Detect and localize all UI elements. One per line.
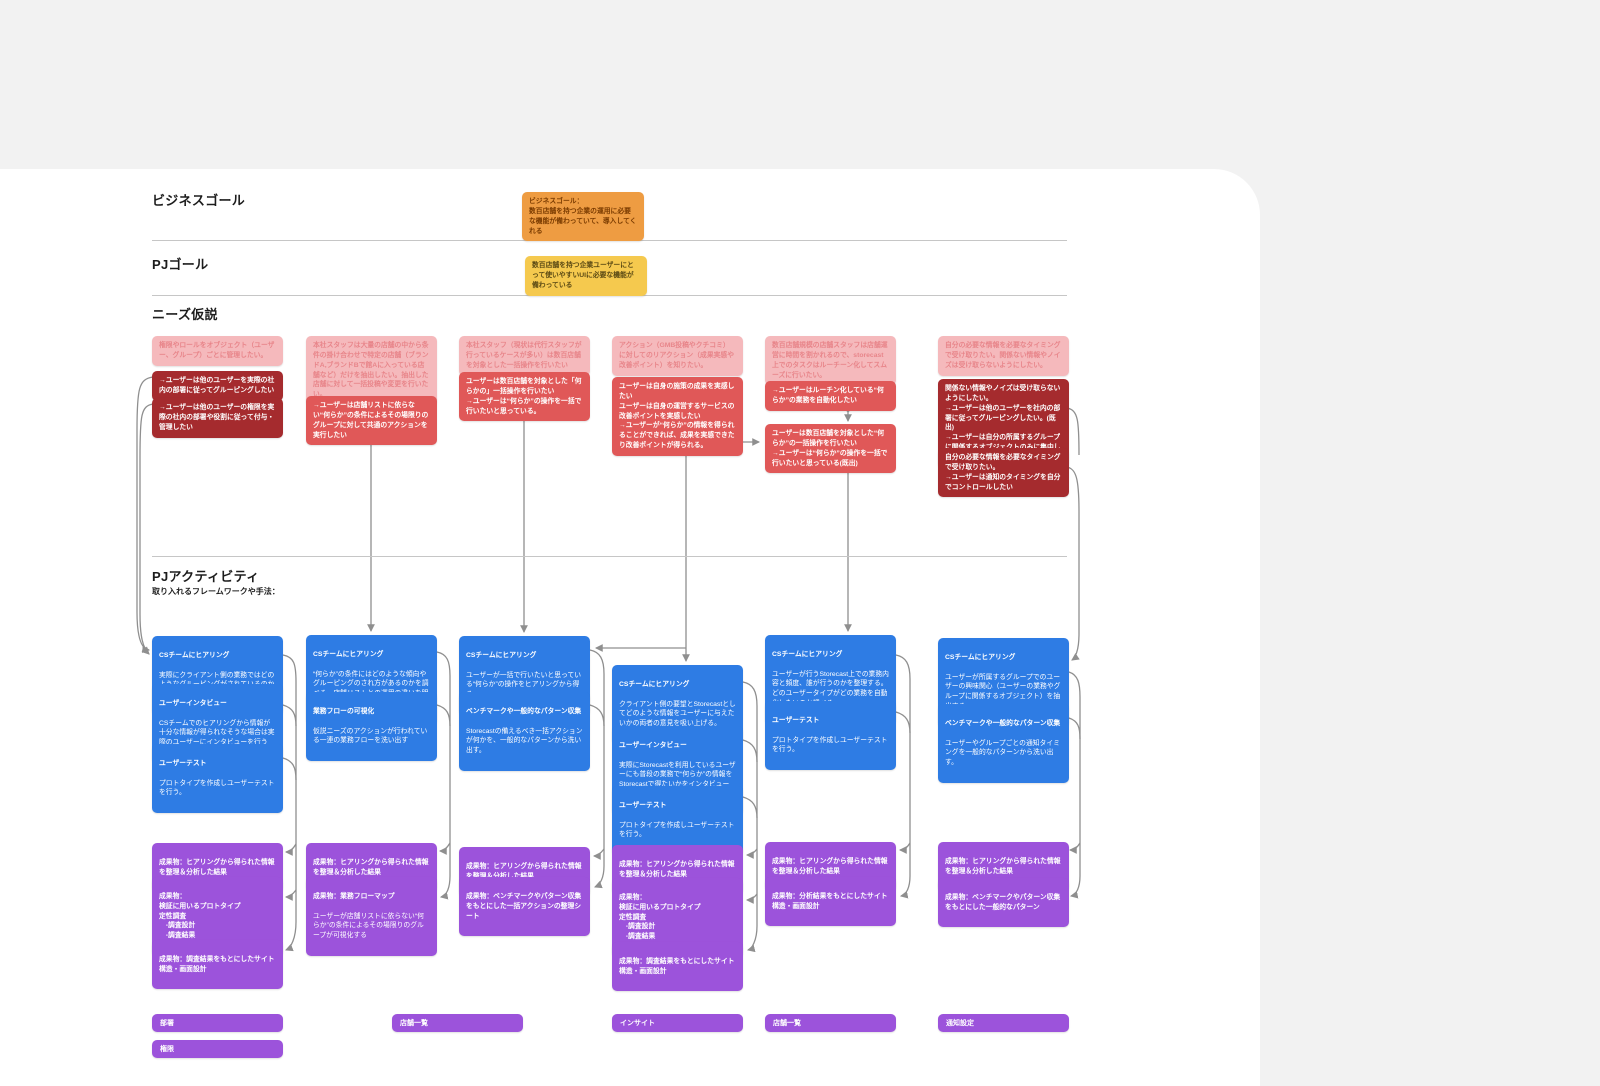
activity-note[interactable]: ベンチマークや一般的なパターン収集 ユーザーやグループごとの通知タイミングを一般… xyxy=(938,704,1069,783)
deliverable-note[interactable]: 成果物：ベンチマークやパターン収集をもとにした一般的なパターン xyxy=(938,878,1069,928)
deliverable-title: 成果物：分析結果をもとにしたサイト構造・画面設計 xyxy=(772,892,888,910)
activity-title: CSチームにヒアリング xyxy=(945,653,1016,661)
tag-store-list[interactable]: 店舗一覧 xyxy=(392,1014,523,1032)
activity-title: ユーザーインタビュー xyxy=(619,741,687,749)
needs-note[interactable]: ユーザーは数百店舗を対象とした“何らか”の一括操作を行いたい →ユーザーは“何ら… xyxy=(765,424,896,474)
sticky-note-business-goal[interactable]: ビジネスゴール： 数百店舗を持つ企業の運用に必要な機能が備わっていて、導入してく… xyxy=(522,192,644,242)
deliverable-note[interactable]: 成果物：分析結果をもとにしたサイト構造・画面設計 xyxy=(765,877,896,927)
sticky-note-pj-goal[interactable]: 数百店舗を持つ企業ユーザーにとって使いやすいUIに必要な機能が備わっている xyxy=(525,256,647,296)
needs-note[interactable]: →ユーザーは他のユーザーを実際の社内の部署に従ってグルーピングしたい xyxy=(152,371,283,401)
activity-title: ユーザーインタビュー xyxy=(159,699,227,707)
tag-permission[interactable]: 権限 xyxy=(152,1040,283,1058)
activity-title: ユーザーテスト xyxy=(772,716,820,724)
deliverable-title: 成果物：業務フローマップ xyxy=(313,892,395,900)
needs-note[interactable]: アクション（GMB投稿やクチコミ）に対してのリアクション（成果実感や改善ポイント… xyxy=(612,336,743,376)
activity-title: CSチームにヒアリング xyxy=(313,650,384,658)
deliverable-title: 成果物：ベンチマークやパターン収集をもとにした一括アクションの整理シート xyxy=(466,892,582,920)
activity-title: CSチームにヒアリング xyxy=(159,651,230,659)
activity-note[interactable]: ユーザーテスト プロトタイプを作成しユーザーテストを行う。 xyxy=(765,701,896,771)
activity-title: CSチームにヒアリング xyxy=(619,680,690,688)
tag-store-list-2[interactable]: 店舗一覧 xyxy=(765,1014,896,1032)
needs-note[interactable]: ユーザーは自身の施策の成果を実感したい ユーザーは自身の運営するサービスの改善ポ… xyxy=(612,377,743,456)
needs-note[interactable]: →ユーザーは店舗リストに依らない“何らか”の条件によるその場限りのグループに対し… xyxy=(306,396,437,446)
section-title-activity: PJアクティビティ xyxy=(152,569,260,584)
needs-note[interactable]: →ユーザーは他のユーザーの権限を実際の社内の部署や役割に従って付与・管理したい xyxy=(152,398,283,438)
activity-title: ユーザーテスト xyxy=(619,801,667,809)
tag-department[interactable]: 部署 xyxy=(152,1014,283,1032)
section-subtitle-activity: 取り入れるフレームワークや手法： xyxy=(152,587,280,596)
deliverable-title: 成果物：ヒアリングから得られた情報を整理＆分析した結果 xyxy=(313,858,429,876)
deliverable-title: 成果物：ヒアリングから得られた情報を整理＆分析した結果 xyxy=(466,862,582,880)
activity-note[interactable]: ベンチマークや一般的なパターン収集 Storecastの備えるべき一括アクション… xyxy=(459,692,590,771)
activity-title: CSチームにヒアリング xyxy=(772,650,843,658)
activity-body: Storecastの備えるべき一括アクションが何かを、一般的なパターンから洗い出… xyxy=(466,727,583,755)
deliverable-title: 成果物：ヒアリングから得られた情報を整理＆分析した結果 xyxy=(772,857,888,875)
deliverable-body: ユーザーが店舗リストに依らない“何らか”の条件によるその場限りのグループが可視化… xyxy=(313,912,424,940)
deliverable-note[interactable]: 成果物：調査結果をもとにしたサイト構造・画面設計 xyxy=(152,940,283,990)
needs-note[interactable]: 権限やロールをオブジェクト（ユーザー、グループ）ごとに管理したい。 xyxy=(152,336,283,366)
deliverable-title: 成果物：調査結果をもとにしたサイト構造・画面設計 xyxy=(159,955,275,973)
deliverable-title: 成果物：ヒアリングから得られた情報を整理＆分析した結果 xyxy=(945,857,1061,875)
deliverable-title: 成果物：ヒアリングから得られた情報を整理＆分析した結果 xyxy=(159,858,275,876)
activity-title: 業務フローの可視化 xyxy=(313,707,375,715)
deliverable-note[interactable]: 成果物：業務フローマップ ユーザーが店舗リストに依らない“何らか”の条件によるそ… xyxy=(306,877,437,956)
deliverable-title: 成果物： 検証に用いるプロトタイプ 定性調査 -調査設計 -調査結果 xyxy=(159,892,241,940)
activity-body: プロトタイプを作成しユーザーテストを行う。 xyxy=(159,779,275,797)
section-title-business-goal: ビジネスゴール xyxy=(152,193,246,208)
tag-insight[interactable]: インサイト xyxy=(612,1014,743,1032)
deliverable-title: 成果物：ベンチマークやパターン収集をもとにした一般的なパターン xyxy=(945,893,1061,911)
activity-body: ユーザーやグループごとの通知タイミングを一般的なパターンから洗い出す。 xyxy=(945,739,1060,767)
activity-note[interactable]: ユーザーテスト プロトタイプを作成しユーザーテストを行う。 xyxy=(152,744,283,814)
deliverable-title: 成果物：ヒアリングから得られた情報を整理＆分析した結果 xyxy=(619,860,735,878)
needs-note[interactable]: ユーザーは数百店舗を対象とした「何らかの」一括操作を行いたい →ユーザーは“何ら… xyxy=(459,372,590,422)
deliverable-title: 成果物： 検証に用いるプロトタイプ 定性調査 -調査設計 -調査結果 xyxy=(619,893,701,941)
section-divider xyxy=(152,556,1067,557)
section-title-needs: ニーズ仮説 xyxy=(152,307,218,322)
activity-note[interactable]: 業務フローの可視化 仮説ニーズのアクションが行われている一連の業務フローを洗い出… xyxy=(306,692,437,762)
deliverable-note[interactable]: 成果物：ベンチマークやパターン収集をもとにした一括アクションの整理シート xyxy=(459,877,590,937)
activity-title: ユーザーテスト xyxy=(159,759,207,767)
section-title-pj-goal: PJゴール xyxy=(152,257,209,272)
tag-notification-settings[interactable]: 通知設定 xyxy=(938,1014,1069,1032)
activity-title: ベンチマークや一般的なパターン収集 xyxy=(945,719,1061,727)
activity-body: プロトタイプを作成しユーザーテストを行う。 xyxy=(772,736,888,754)
activity-title: ベンチマークや一般的なパターン収集 xyxy=(466,707,582,715)
activity-title: CSチームにヒアリング xyxy=(466,651,537,659)
needs-note[interactable]: 数百店舗規模の店舗スタッフは店舗運営に時間を割かれるので、storecast上で… xyxy=(765,336,896,386)
needs-note[interactable]: →ユーザーはルーチン化している“何らか”の業務を自動化したい xyxy=(765,381,896,411)
needs-note[interactable]: 自分の必要な情報を必要なタイミングで受け取りたい。関係ない情報やノイズは受け取ら… xyxy=(938,336,1069,376)
deliverable-note[interactable]: 成果物：調査結果をもとにしたサイト構造・画面設計 xyxy=(612,942,743,992)
activity-body: CSチームでのヒアリングから情報が十分な情報が得られなそうな場合は実際のユーザー… xyxy=(159,719,275,747)
activity-body: クライアント側の要望とStorecastとしてどのような情報をユーザーに与えたい… xyxy=(619,700,736,728)
needs-note[interactable]: 本社スタッフは大量の店舗の中から条件の掛け合わせで特定の店舗（ブランドA,ブラン… xyxy=(306,336,437,406)
needs-note[interactable]: 本社スタッフ（現状は代行スタッフが行っているケースが多い）は数百店舗を対象とした… xyxy=(459,336,590,376)
needs-note[interactable]: 自分の必要な情報を必要なタイミングで受け取りたい。 →ユーザーは通知のタイミング… xyxy=(938,448,1069,498)
activity-note[interactable]: ユーザーテスト プロトタイプを作成しユーザーテストを行う。 xyxy=(612,786,743,856)
activity-body: プロトタイプを作成しユーザーテストを行う。 xyxy=(619,821,735,839)
deliverable-title: 成果物：調査結果をもとにしたサイト構造・画面設計 xyxy=(619,957,735,975)
activity-body: 仮説ニーズのアクションが行われている一連の業務フローを洗い出す xyxy=(313,727,428,745)
